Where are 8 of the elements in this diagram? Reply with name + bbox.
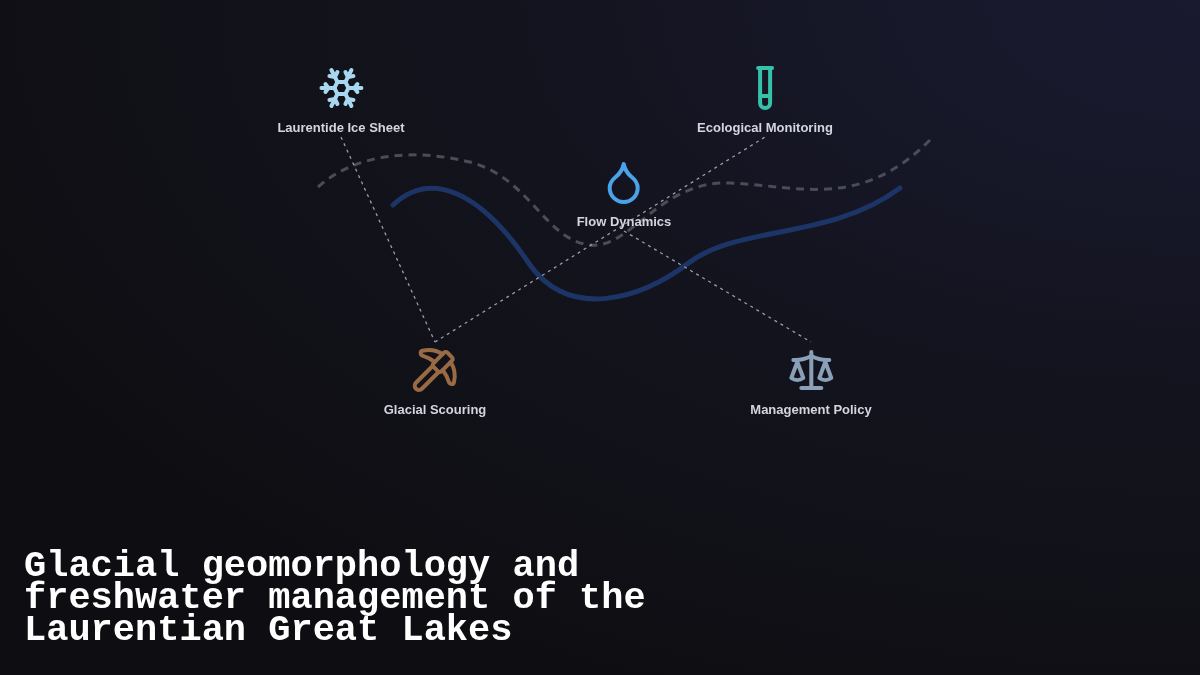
dotted-connector bbox=[340, 136, 436, 343]
node-label: Laurentide Ice Sheet bbox=[277, 120, 405, 135]
node-label: Management Policy bbox=[750, 402, 872, 417]
dotted-connector bbox=[434, 136, 766, 343]
title: Glacial geomorphology and freshwater management of the Laurentian Great Lakes bbox=[24, 550, 647, 646]
node-label: Glacial Scouring bbox=[383, 402, 487, 417]
node-label: Ecological Monitoring bbox=[697, 120, 833, 135]
node-label: Flow Dynamics bbox=[576, 214, 672, 229]
